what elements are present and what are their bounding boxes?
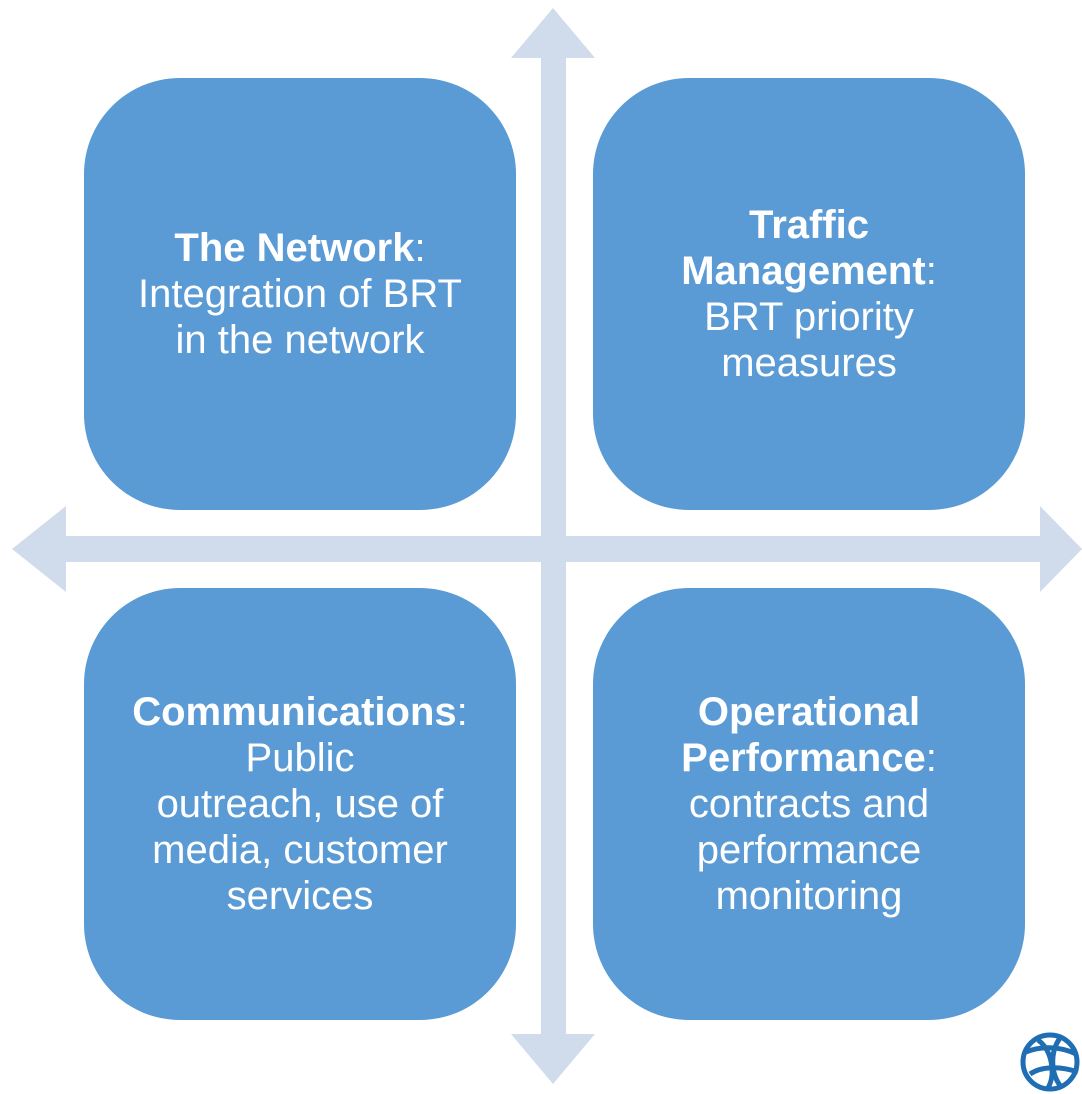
quadrant-text-line: measures [721, 341, 897, 385]
quadrant-title: Management [681, 249, 926, 293]
quadrant-text-line: monitoring [715, 874, 903, 918]
quadrant-text-line: Integration of BRT [138, 272, 462, 316]
quadrant-title: Operational [697, 690, 921, 734]
up-arrowhead [511, 8, 595, 58]
quadrant-text-line: services [226, 874, 374, 918]
quadrant-text-line: Public [245, 736, 355, 780]
globe-logo-icon [1020, 1032, 1080, 1092]
title-separator: : [925, 249, 937, 293]
quadrant-text-line: media, customer [152, 828, 448, 872]
quadrant-heading: Communications: [132, 689, 468, 735]
down-arrowhead [511, 1034, 595, 1084]
quadrant-operational-performance: Operational Performance: contracts and p… [593, 588, 1025, 1020]
right-arrowhead [1040, 506, 1082, 592]
left-arrowhead [12, 506, 66, 592]
quadrant-the-network: The Network: Integration of BRT in the n… [84, 78, 516, 510]
quadrant-heading: Management: [681, 248, 937, 294]
quadrant-text-line: outreach, use of [156, 782, 444, 826]
quadrant-text-line: contracts and [688, 782, 930, 826]
quadrant-communications: Communications: Public outreach, use of … [84, 588, 516, 1020]
title-separator: : [456, 690, 468, 734]
horizontal-arrow-shaft [62, 536, 1042, 562]
quadrant-title: Communications [132, 690, 457, 734]
quadrant-heading: The Network: [174, 225, 425, 271]
title-separator: : [925, 736, 937, 780]
quadrant-text-line: in the network [175, 318, 425, 362]
quadrant-heading: Performance: [681, 735, 937, 781]
quadrant-traffic-management: Traffic Management: BRT priority measure… [593, 78, 1025, 510]
quadrant-title: Traffic [748, 203, 870, 247]
quadrant-text-line: BRT priority [704, 295, 914, 339]
quadrant-title: The Network [174, 226, 415, 270]
title-separator: : [414, 226, 426, 270]
quadrant-title: Performance [681, 736, 926, 780]
quadrant-text-line: performance [696, 828, 922, 872]
